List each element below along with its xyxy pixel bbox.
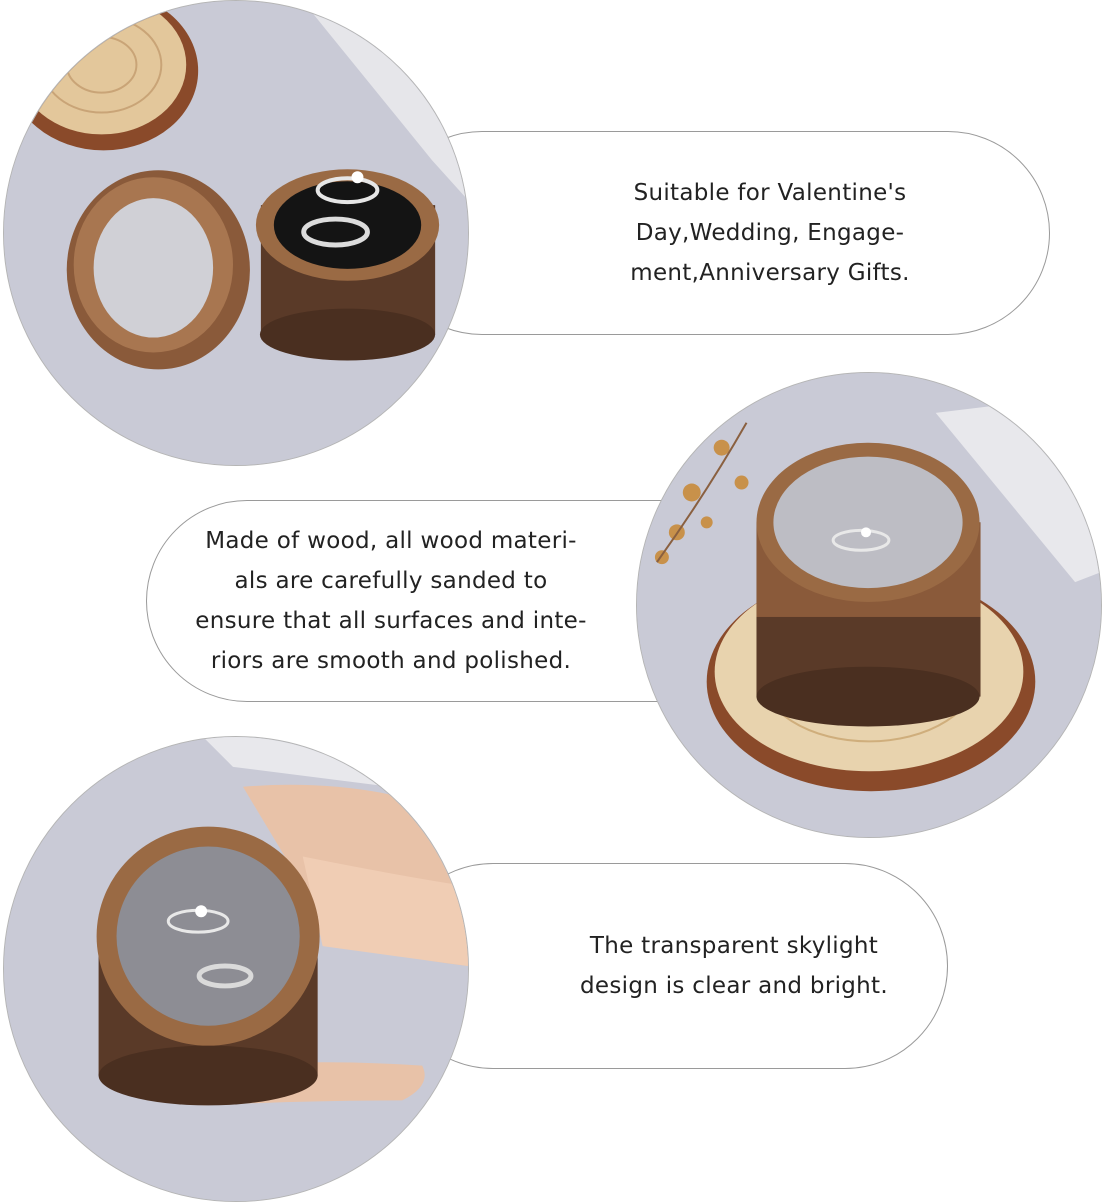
open-ring-box-illustration (4, 1, 468, 465)
closed-ring-box-illustration (637, 373, 1101, 837)
feature-text-1: Suitable for Valentine's Day,Wedding, En… (630, 180, 910, 286)
feature-callout-3: The transparent skylight design is clear… (390, 863, 948, 1069)
hand-holding-ring-box-photo (3, 736, 469, 1202)
hand-holding-box-illustration (4, 737, 468, 1201)
feature-callout-1: Suitable for Valentine's Day,Wedding, En… (380, 131, 1050, 335)
feature-text-3: The transparent skylight design is clear… (580, 933, 888, 999)
open-ring-box-photo (3, 0, 469, 466)
feature-text-2: Made of wood, all wood materi- als are c… (195, 528, 587, 674)
closed-ring-box-on-wood-slice-photo (636, 372, 1102, 838)
